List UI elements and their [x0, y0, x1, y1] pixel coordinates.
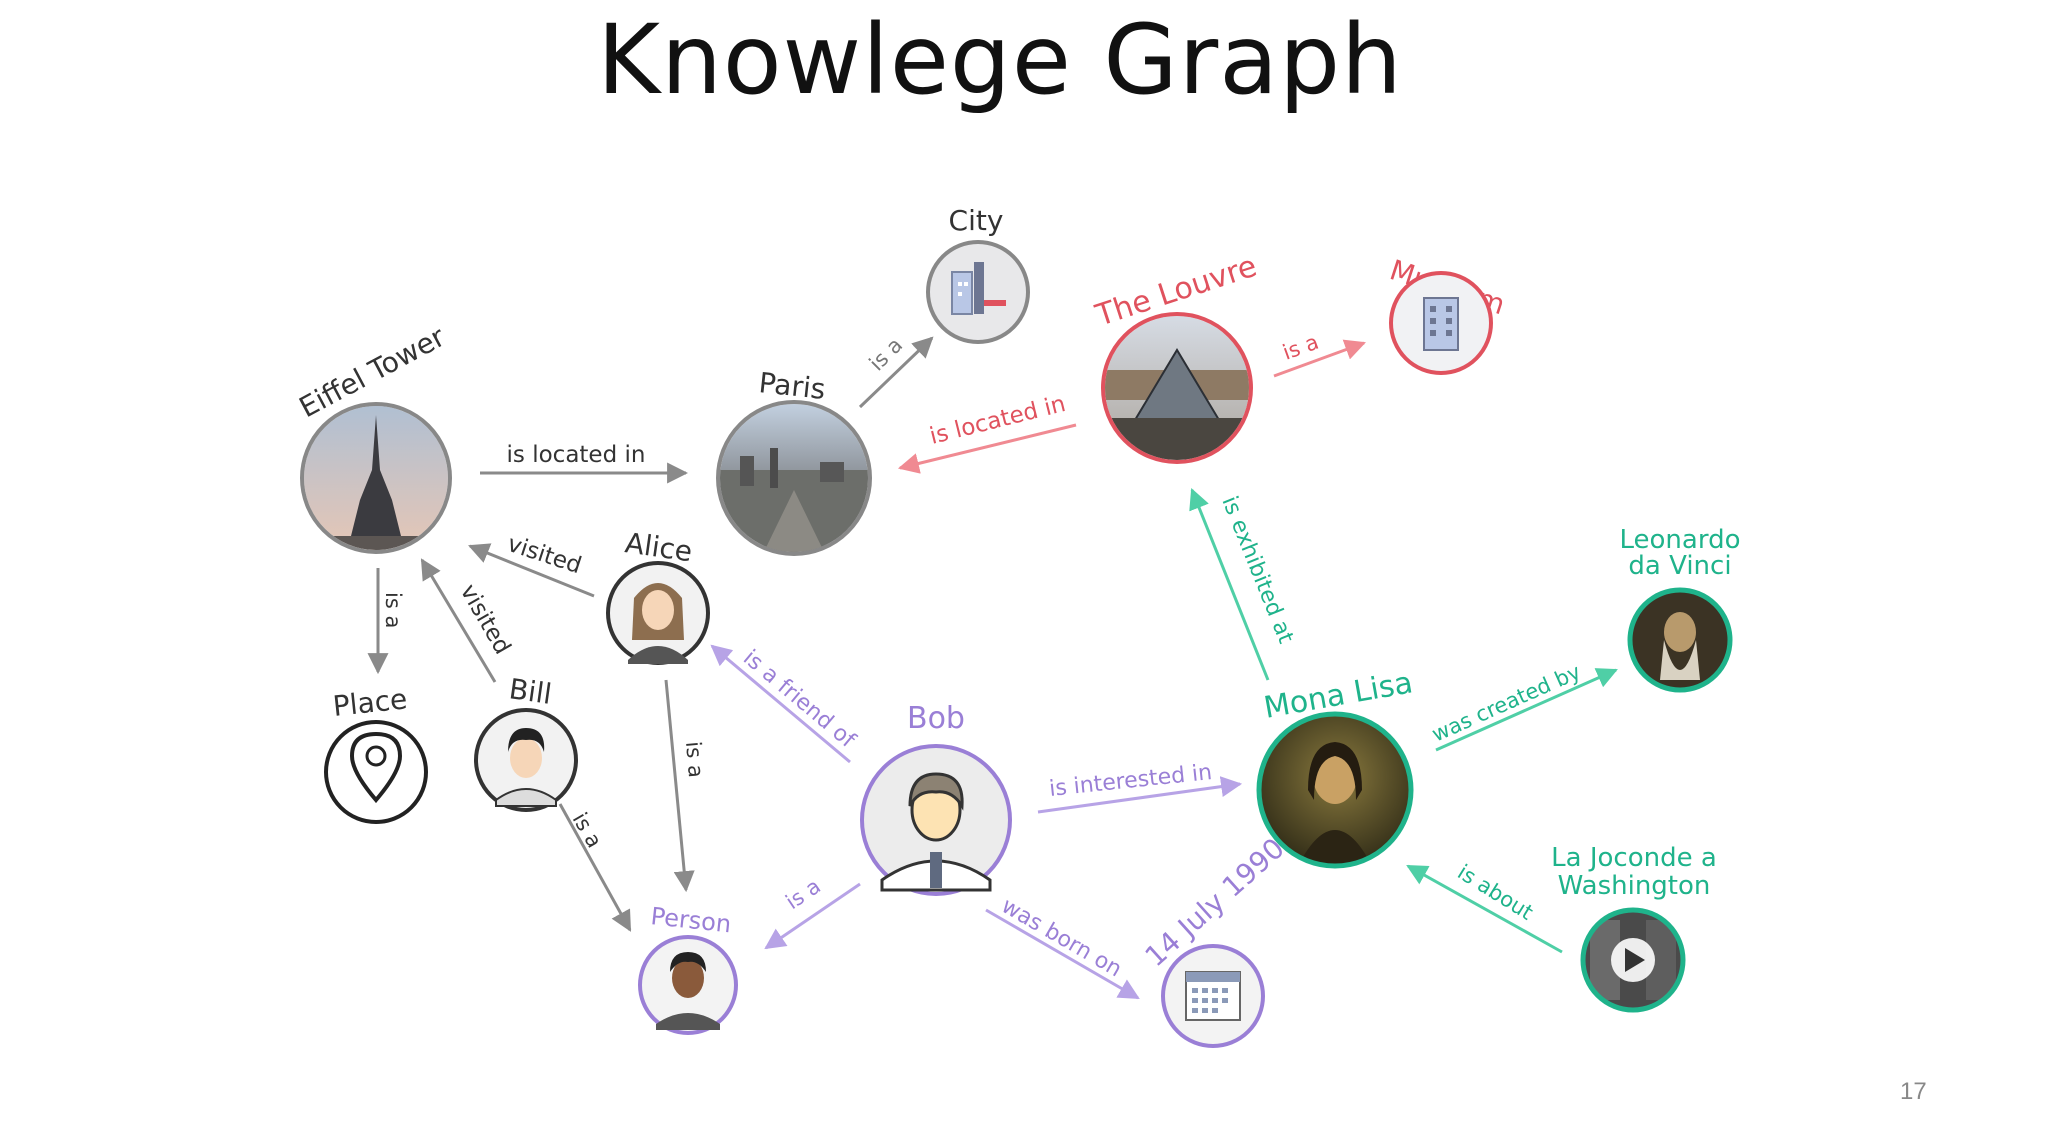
node-paris: Paris [716, 366, 872, 556]
person-avatar-icon [656, 952, 720, 1030]
edge-bob-alice: is a friend of [710, 644, 861, 764]
node-bill: Bill [474, 672, 578, 812]
edge-label: is located in [927, 391, 1068, 450]
paris-city-photo [720, 404, 868, 552]
node-eiffel-tower: Eiffel Tower [294, 320, 452, 554]
slide-title: Knowlege Graph [597, 4, 1403, 116]
node-label: Place [331, 682, 408, 723]
edge-label: is exhibited at [1216, 493, 1298, 647]
node-city: City [926, 204, 1030, 344]
edge-label: is a [381, 592, 405, 628]
node-label: Person [649, 902, 732, 938]
edge-label: visited [455, 580, 516, 659]
edge-bill-person: is a [558, 803, 632, 932]
node-label: City [949, 204, 1004, 237]
man-tie-avatar-icon [880, 772, 992, 892]
edge-louvre-museum: is a [1273, 330, 1366, 378]
edge-eiffel-place: is a [367, 568, 405, 675]
edge-alice-person: is a [664, 679, 708, 893]
louvre-pyramid-photo [1105, 316, 1249, 460]
man-avatar-icon [495, 728, 557, 807]
edge-bob-date: was born on [985, 894, 1140, 1000]
edge-label: is a friend of [738, 645, 860, 753]
edge-bill-eiffel: visited [420, 558, 516, 683]
node-date: 14 July 1990 [1139, 832, 1291, 1048]
video-play-icon[interactable] [1611, 938, 1655, 982]
woman-avatar-icon [628, 583, 688, 664]
node-the-louvre: The Louvre [1091, 249, 1261, 464]
da-vinci-portrait [1632, 592, 1728, 688]
node-label: Leonardo [1620, 525, 1741, 555]
node-mona-lisa: Mona Lisa [1256, 665, 1415, 869]
edge-label: is interested in [1048, 760, 1213, 802]
edge-joconde-monalisa: is about [1406, 860, 1563, 954]
edge-label: is a [681, 740, 708, 778]
mona-lisa-painting [1261, 716, 1409, 864]
museum-building-icon [1423, 297, 1459, 351]
calendar-icon [1185, 971, 1241, 1021]
edge-monalisa-leonardo: was created by [1428, 660, 1618, 752]
edge-bob-monalisa: is interested in [1037, 760, 1243, 814]
page-number: 17 [1900, 1078, 1927, 1105]
node-label: Bob [907, 701, 965, 736]
node-museum: Museum [1386, 253, 1509, 375]
eiffel-tower-photo [304, 406, 448, 550]
edge-label: is a [568, 809, 607, 852]
node-label: Washington [1558, 871, 1711, 901]
edge-label: was created by [1428, 660, 1584, 747]
edge-bob-person: is a [764, 874, 861, 950]
edge-label: visited [504, 531, 584, 579]
node-leonardo: Leonardo da Vinci [1620, 525, 1741, 693]
node-place: Place [324, 682, 428, 824]
node-label: Paris [757, 366, 827, 406]
edge-paris-city: is a [858, 333, 934, 409]
edge-eiffel-paris: is located in [480, 442, 689, 484]
location-pin-icon [349, 731, 403, 804]
edge-louvre-paris: is located in [897, 391, 1077, 474]
city-buildings-icon [951, 262, 1006, 315]
node-label: Bill [507, 672, 554, 711]
edge-label: is a [781, 874, 825, 914]
edge-alice-eiffel: visited [468, 531, 595, 598]
edge-monalisa-louvre: is exhibited at [1189, 488, 1298, 681]
edge-label: was born on [997, 894, 1126, 983]
node-person: Person [638, 902, 738, 1035]
node-label: da Vinci [1628, 551, 1731, 581]
node-alice: Alice [606, 526, 710, 665]
edge-label: is located in [507, 442, 646, 468]
node-joconde: La Joconde a Washington [1551, 843, 1717, 1013]
node-label: La Joconde a [1551, 843, 1717, 873]
node-bob: Bob [860, 701, 1012, 896]
